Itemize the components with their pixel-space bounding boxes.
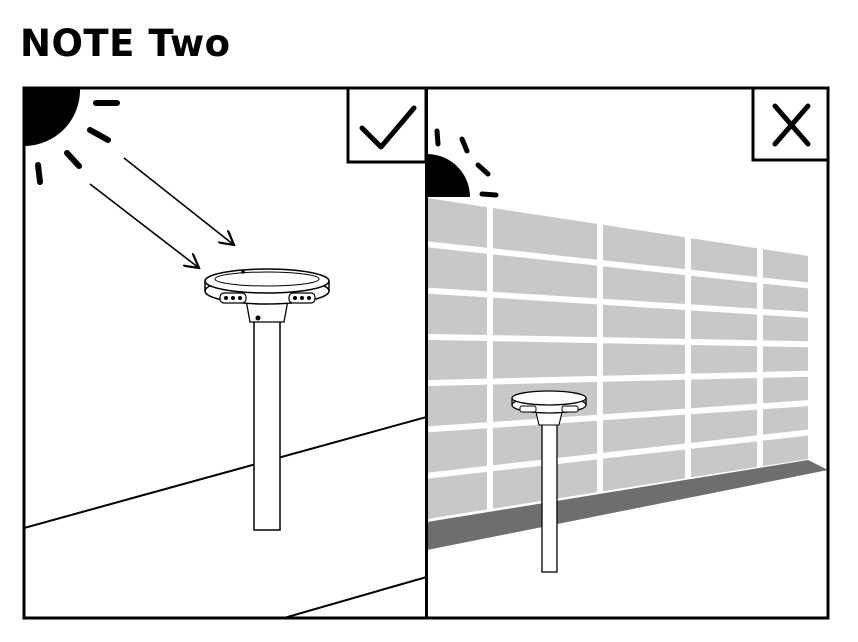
solar-lamp-icon xyxy=(511,390,587,573)
brick xyxy=(603,224,685,270)
brick xyxy=(493,208,597,260)
brick xyxy=(691,310,757,341)
panel-bad xyxy=(427,88,828,573)
panel-good xyxy=(24,88,426,618)
ground-line xyxy=(280,576,426,618)
brick xyxy=(763,435,808,467)
brick xyxy=(603,343,685,376)
brick xyxy=(763,346,808,372)
brick xyxy=(603,266,685,305)
brick xyxy=(763,283,808,312)
brick xyxy=(763,406,808,435)
brick xyxy=(691,345,757,374)
brick xyxy=(691,441,757,478)
solar-lamp-icon xyxy=(204,268,330,531)
page-title: NOTE Two xyxy=(20,22,231,65)
brick xyxy=(763,249,808,283)
brick xyxy=(493,341,597,379)
brick xyxy=(691,238,757,277)
brick xyxy=(603,304,685,339)
brick xyxy=(427,293,487,336)
brick xyxy=(427,428,487,473)
brick xyxy=(691,377,757,409)
checkmark-icon xyxy=(346,88,426,164)
brick xyxy=(427,471,487,519)
ray-arrow xyxy=(123,157,234,245)
brick xyxy=(763,376,808,404)
brick xyxy=(427,339,487,381)
brick xyxy=(603,414,685,453)
brick xyxy=(493,297,597,338)
brick xyxy=(763,314,808,342)
brick xyxy=(691,275,757,309)
sun-icon xyxy=(24,88,120,185)
brick xyxy=(427,247,487,292)
brick xyxy=(603,379,685,415)
brick xyxy=(427,384,487,427)
x-icon xyxy=(751,88,828,162)
ground-line xyxy=(24,416,426,529)
wall xyxy=(427,198,828,550)
brick xyxy=(427,198,487,248)
brick xyxy=(493,254,597,299)
wall-base xyxy=(427,460,828,550)
sun-icon xyxy=(427,128,499,198)
ray-arrow xyxy=(89,183,199,268)
brick xyxy=(603,449,685,492)
brick xyxy=(691,409,757,443)
